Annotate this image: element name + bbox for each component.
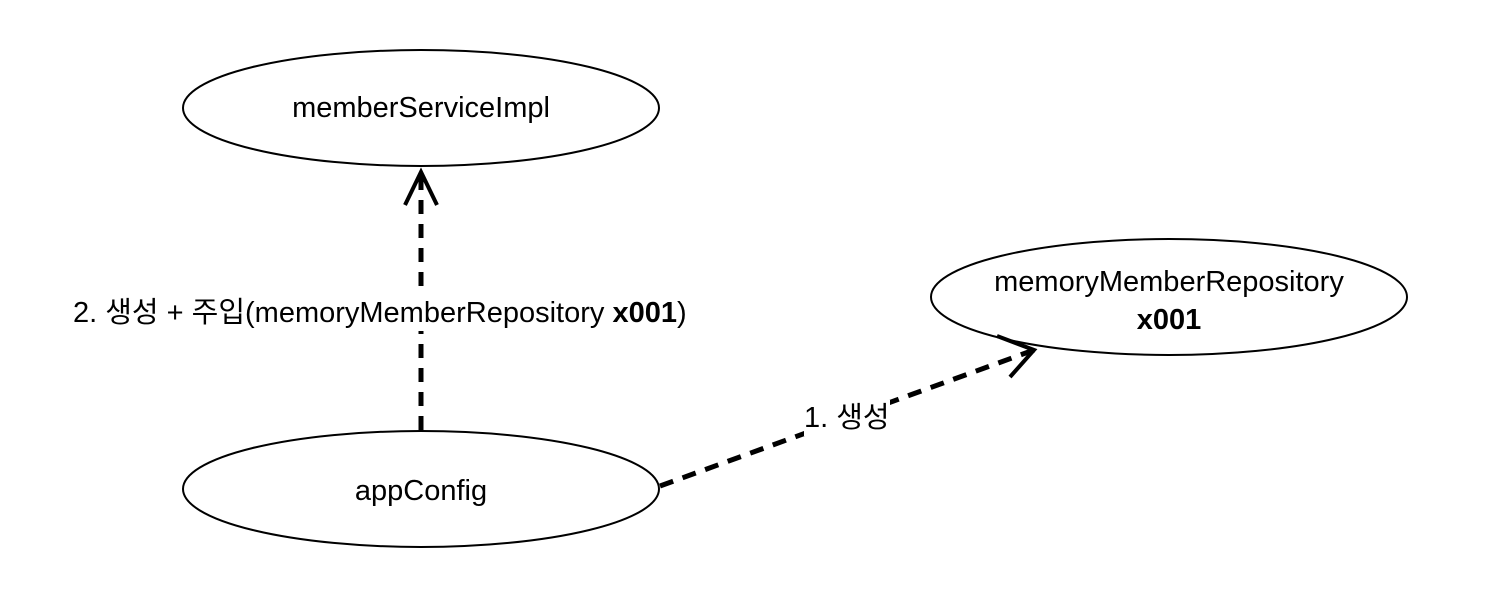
create-edge-label: 1. 생성 bbox=[804, 400, 890, 436]
memory-member-repository-id-label: x001 bbox=[1136, 304, 1202, 336]
create-inject-edge-label: 2. 생성 + 주입(memoryMemberRepository x001) bbox=[73, 295, 687, 331]
create-arrow-head bbox=[996, 334, 1038, 379]
memory-member-repository-node[interactable] bbox=[930, 238, 1408, 356]
create-inject-arrow-head bbox=[403, 167, 439, 206]
member-service-impl-node[interactable] bbox=[182, 49, 660, 167]
app-config-node[interactable] bbox=[182, 430, 660, 548]
app-config-label: appConfig bbox=[354, 475, 488, 507]
create-inject-label-prefix: 2. 생성 + 주입(memoryMemberRepository bbox=[73, 297, 613, 329]
create-inject-label-id: x001 bbox=[612, 297, 677, 329]
create-inject-label-suffix: ) bbox=[676, 297, 687, 329]
memory-member-repository-label: memoryMemberRepository bbox=[994, 266, 1344, 298]
member-service-impl-label: memberServiceImpl bbox=[292, 92, 550, 124]
